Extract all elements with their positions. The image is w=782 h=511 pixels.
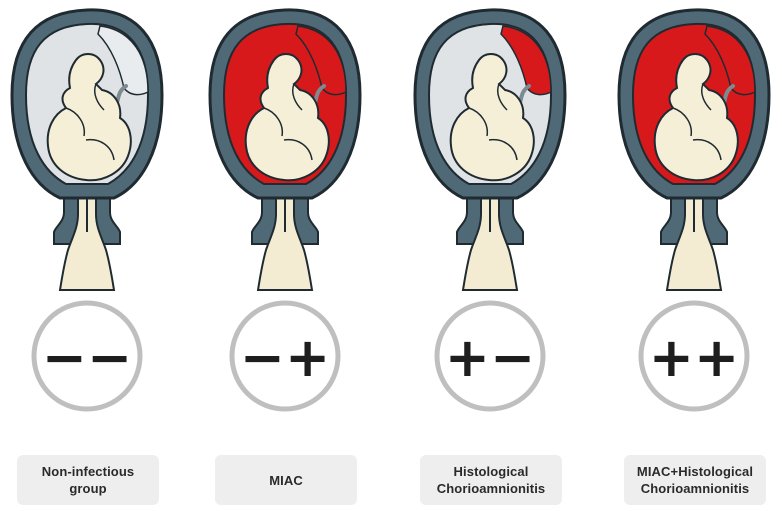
sign-circle-miac-histological: ++ [609,298,779,418]
label-box-miac: MIAC [215,455,357,505]
uterus-illustration-non-infectious [2,0,172,295]
panel-non-infectious: −− Non-infectious group [2,0,172,511]
panel-histological: +− Histological Chorioamnionitis [405,0,575,511]
sign-symbol: −+ [240,326,331,389]
group-label: MIAC+Histological Chorioamnionitis [637,463,753,497]
label-box-non-infectious: Non-infectious group [17,455,159,505]
sign-symbol: −− [42,326,133,389]
sign-circle-non-infectious: −− [2,298,172,418]
sign-circle-miac: −+ [200,298,370,418]
sign-circle-histological: +− [405,298,575,418]
uterus-illustration-miac [200,0,370,295]
group-label: MIAC [269,472,303,489]
label-box-miac-histological: MIAC+Histological Chorioamnionitis [624,455,766,505]
uterus-illustration-miac-histological [609,0,779,295]
uterus-illustration-histological [405,0,575,295]
sign-symbol: +− [445,326,536,389]
group-label: Non-infectious group [42,463,134,497]
group-label: Histological Chorioamnionitis [437,463,546,497]
panel-miac: −+ MIAC [200,0,370,511]
label-box-histological: Histological Chorioamnionitis [420,455,562,505]
panel-miac-histological: ++ MIAC+Histological Chorioamnionitis [609,0,779,511]
sign-symbol: ++ [649,326,740,389]
